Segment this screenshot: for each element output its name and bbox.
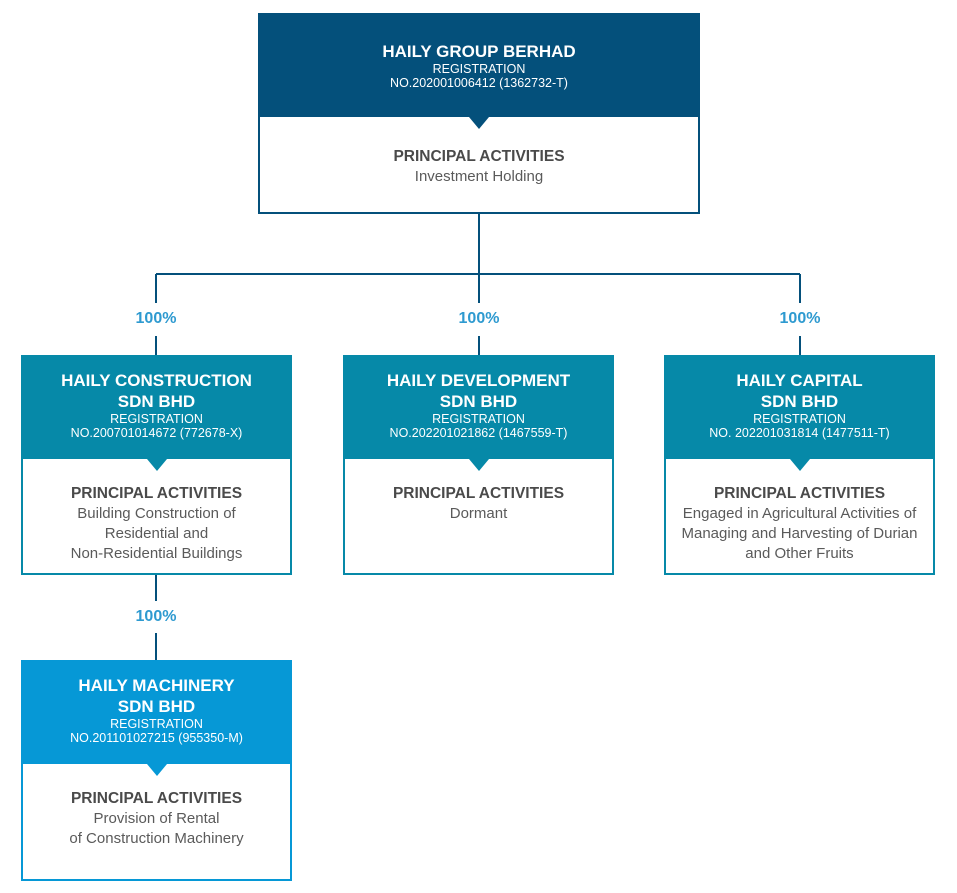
registration-number: NO. 202201031814 (1477511-T) bbox=[709, 426, 890, 440]
registration-number: NO.202001006412 (1362732-T) bbox=[390, 76, 568, 90]
registration-number: NO.202201021862 (1467559-T) bbox=[389, 426, 568, 440]
ownership-percent-development: 100% bbox=[458, 310, 500, 327]
registration-label: REGISTRATION bbox=[110, 717, 203, 731]
sub-subsidiary-activities: PRINCIPAL ACTIVITIES Provision of Rental… bbox=[21, 764, 292, 881]
pointer-arrow bbox=[468, 459, 489, 471]
activity-line: Provision of Rental bbox=[93, 810, 220, 827]
pointer-arrow bbox=[146, 459, 167, 471]
registration-label: REGISTRATION bbox=[110, 412, 203, 426]
pointer-arrow bbox=[789, 459, 810, 471]
ownership-percent-machinery: 100% bbox=[135, 608, 177, 625]
parent-company-name: HAILY GROUP BERHAD bbox=[382, 42, 576, 61]
activities-title: PRINCIPAL ACTIVITIES bbox=[70, 485, 243, 502]
pointer-arrow bbox=[469, 117, 489, 129]
company-name-line1: HAILY CONSTRUCTION bbox=[61, 371, 252, 390]
activity-line: Dormant bbox=[449, 505, 508, 522]
activities-title: PRINCIPAL ACTIVITIES bbox=[393, 148, 565, 165]
company-name-line2: SDN BHD bbox=[439, 392, 518, 411]
subsidiary-activities: PRINCIPAL ACTIVITIES Engaged in Agricult… bbox=[664, 459, 935, 575]
sub-subsidiary-card-machinery: HAILY MACHINERY SDN BHD REGISTRATION NO.… bbox=[21, 660, 292, 881]
activity-line: of Construction Machinery bbox=[69, 830, 244, 847]
registration-number: NO.200701014672 (772678-X) bbox=[70, 426, 243, 440]
ownership-percent-construction: 100% bbox=[135, 310, 177, 327]
parent-company-card: HAILY GROUP BERHAD REGISTRATION NO.20200… bbox=[258, 13, 700, 214]
subsidiary-card-capital: HAILY CAPITAL SDN BHD REGISTRATION NO. 2… bbox=[664, 355, 935, 575]
ownership-percent-capital: 100% bbox=[779, 310, 821, 327]
subsidiary-header: HAILY CONSTRUCTION SDN BHD REGISTRATION … bbox=[21, 355, 292, 471]
activities-title: PRINCIPAL ACTIVITIES bbox=[713, 485, 886, 502]
parent-company-header: HAILY GROUP BERHAD REGISTRATION NO.20200… bbox=[258, 13, 700, 129]
registration-label: REGISTRATION bbox=[432, 62, 526, 76]
activity-line: Non-Residential Buildings bbox=[70, 545, 243, 562]
company-name-line1: HAILY CAPITAL bbox=[736, 371, 863, 390]
pointer-arrow bbox=[146, 764, 167, 776]
parent-activities: PRINCIPAL ACTIVITIES Investment Holding bbox=[258, 117, 700, 214]
subsidiary-card-construction: HAILY CONSTRUCTION SDN BHD REGISTRATION … bbox=[21, 355, 292, 575]
subsidiary-activities: PRINCIPAL ACTIVITIES Dormant bbox=[343, 459, 614, 575]
activity-line: Building Construction of bbox=[77, 505, 236, 522]
company-name-line2: SDN BHD bbox=[760, 392, 839, 411]
registration-label: REGISTRATION bbox=[753, 412, 846, 426]
company-name-line1: HAILY MACHINERY bbox=[78, 676, 235, 695]
subsidiary-header: HAILY CAPITAL SDN BHD REGISTRATION NO. 2… bbox=[664, 355, 935, 471]
subsidiary-card-development: HAILY DEVELOPMENT SDN BHD REGISTRATION N… bbox=[343, 355, 614, 575]
subsidiary-activities: PRINCIPAL ACTIVITIES Building Constructi… bbox=[21, 459, 292, 575]
activity-line: Residential and bbox=[104, 525, 209, 542]
sub-subsidiary-header: HAILY MACHINERY SDN BHD REGISTRATION NO.… bbox=[21, 660, 292, 776]
registration-number: NO.201101027215 (955350-M) bbox=[70, 731, 243, 745]
company-name-line2: SDN BHD bbox=[117, 392, 196, 411]
company-name-line2: SDN BHD bbox=[117, 697, 196, 716]
activity-line: Investment Holding bbox=[414, 168, 544, 185]
subsidiary-header: HAILY DEVELOPMENT SDN BHD REGISTRATION N… bbox=[343, 355, 614, 471]
registration-label: REGISTRATION bbox=[432, 412, 525, 426]
company-name-line1: HAILY DEVELOPMENT bbox=[386, 371, 571, 390]
activities-title: PRINCIPAL ACTIVITIES bbox=[70, 790, 243, 807]
activity-line: Managing and Harvesting of Durian bbox=[681, 525, 918, 542]
activity-line: and Other Fruits bbox=[745, 545, 854, 562]
activities-title: PRINCIPAL ACTIVITIES bbox=[392, 485, 565, 502]
activity-line: Engaged in Agricultural Activities of bbox=[682, 505, 917, 522]
